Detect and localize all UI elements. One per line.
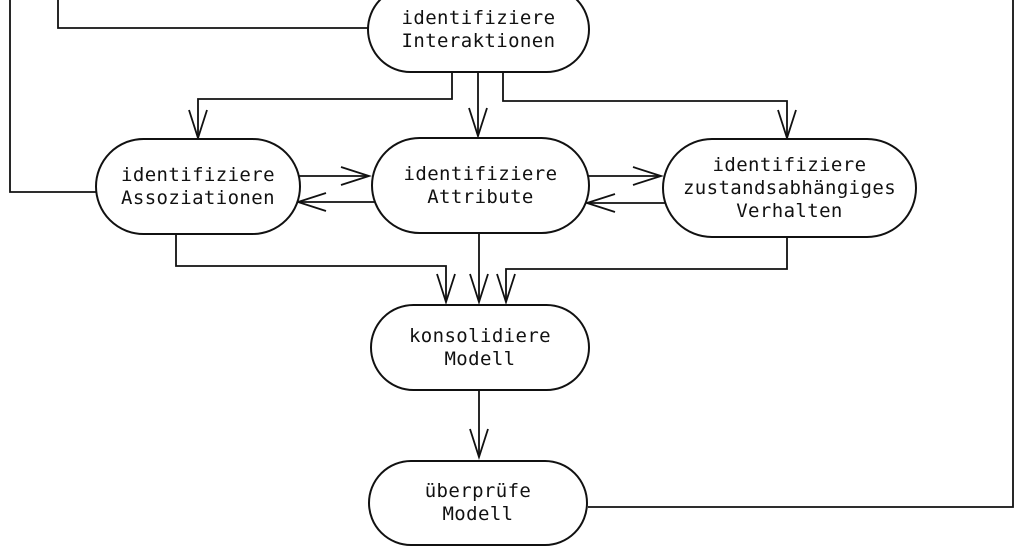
node-konsolidiere: konsolidiere Modell — [370, 304, 590, 391]
node-label: Verhalten — [736, 199, 843, 222]
node-attribute: identifiziere Attribute — [371, 137, 590, 234]
node-label: identifiziere — [401, 6, 556, 29]
edge-feedback-to-interaktionen — [57, 0, 370, 29]
node-assoziationen: identifiziere Assoziationen — [95, 138, 301, 235]
edge-interaktionen-verhalten — [502, 73, 797, 141]
node-label: identifiziere — [121, 163, 275, 186]
node-interaktionen: identifiziere Interaktionen — [367, 0, 590, 73]
edge-ueberpruefe-feedback — [588, 0, 1014, 508]
node-ueberpruefe: überprüfe Modell — [368, 460, 588, 546]
node-label: identifiziere — [403, 162, 558, 185]
node-label: Modell — [444, 347, 516, 370]
node-label: zustandsabhängiges — [682, 176, 897, 199]
node-label: Attribute — [427, 185, 534, 208]
node-label: Modell — [442, 503, 514, 525]
edge-verhalten-konsolidiere — [496, 238, 788, 305]
edge-assoziationen-konsolidiere — [175, 235, 456, 305]
node-label: Interaktionen — [401, 29, 556, 52]
node-label: Assoziationen — [121, 186, 275, 209]
node-verhalten: identifiziere zustandsabhängiges Verhalt… — [662, 138, 917, 238]
node-label: identifiziere — [712, 153, 867, 176]
edge-interaktionen-assoziationen — [188, 73, 453, 141]
edge-feedback-to-assoziationen — [9, 0, 96, 193]
node-label: überprüfe — [424, 480, 532, 502]
node-label: konsolidiere — [408, 324, 552, 347]
